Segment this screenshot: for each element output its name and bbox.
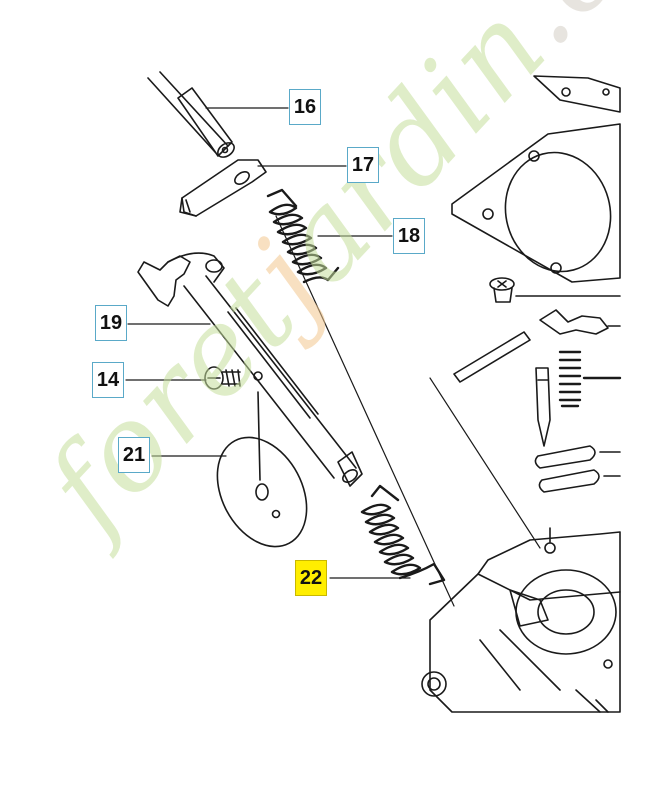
callout-18: 18	[393, 218, 425, 254]
callout-22: 22	[295, 560, 327, 596]
callout-17: 17	[347, 147, 379, 183]
leader-lines	[125, 107, 411, 579]
needle-valve-right	[535, 367, 551, 447]
small-spring-right	[558, 350, 622, 408]
carburetor-body	[421, 527, 621, 713]
seal-parts-right	[534, 445, 621, 493]
callout-19: 19	[95, 305, 127, 341]
part-22-spring	[360, 484, 446, 586]
assembly-axis-line-right	[429, 377, 541, 549]
part-21-valve-disc	[216, 391, 308, 548]
small-screw-right	[489, 277, 621, 303]
callout-14: 14	[92, 362, 124, 398]
pin-right	[453, 331, 531, 383]
gasket	[451, 75, 621, 283]
part-17-lever	[179, 159, 267, 217]
assembly-axis-line	[275, 215, 455, 607]
callout-16: 16	[289, 89, 321, 125]
part-18-spring	[266, 188, 340, 284]
part-14-screw	[204, 366, 263, 390]
part-16-shaft	[147, 71, 235, 158]
callout-21: 21	[118, 437, 150, 473]
clip-part-right	[539, 309, 621, 335]
part-19-choke-shaft	[137, 252, 363, 487]
